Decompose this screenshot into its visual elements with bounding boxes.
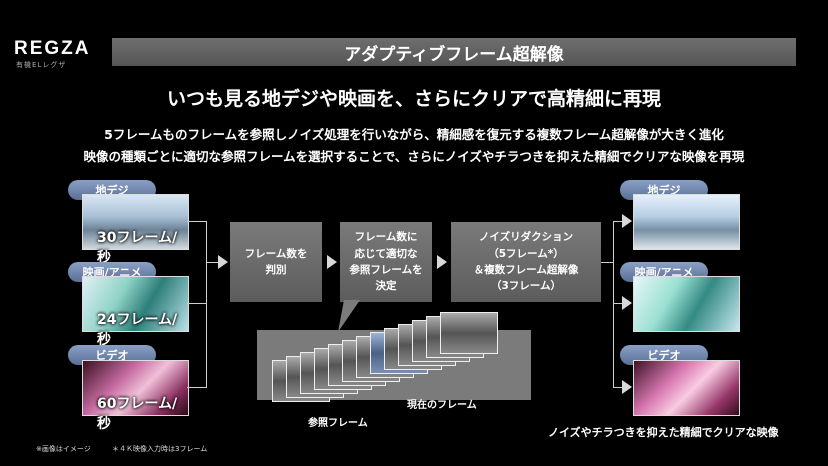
current-frame-caption: 現在のフレーム [407, 400, 477, 411]
output-label-text: 映画/アニメ [634, 266, 694, 279]
input-image-video: 60フレーム/秒 [82, 360, 189, 432]
connector-line [206, 221, 207, 388]
output-label-text: ビデオ [647, 349, 681, 362]
frame-rate-label: 60フレーム/秒 [97, 396, 178, 432]
input-label-text: 地デジ [95, 184, 129, 197]
arrow-right-icon [327, 255, 337, 269]
output-label-text: 地デジ [647, 184, 681, 197]
connector-line [187, 221, 206, 222]
arrow-right-icon [218, 255, 228, 269]
arrow-right-icon [437, 255, 447, 269]
output-image-terrestrial [633, 194, 740, 250]
frame-stack [262, 312, 502, 408]
connector-line [601, 262, 613, 263]
connector-line [187, 387, 206, 388]
footnote-image: ※画像はイメージ [36, 445, 91, 453]
page-title: アダプティブフレーム超解像 [344, 44, 564, 65]
connector-line [613, 221, 624, 222]
input-label-text: ビデオ [95, 349, 129, 362]
input-label-text: 映画/アニメ [82, 266, 142, 279]
output-caption: ノイズやチラつきを抑えた精細でクリアな映像 [548, 426, 779, 439]
step-select-reference: フレーム数に 応じて適切な 参照フレームを 決定 [340, 222, 432, 302]
reference-frame [440, 312, 498, 354]
regza-logo: REGZA [14, 38, 91, 59]
connector-line [613, 387, 624, 388]
connector-line [613, 221, 614, 388]
connector-line [206, 262, 218, 263]
arrow-right-icon [622, 380, 632, 394]
logo-subtitle: 有機ELレグザ [16, 61, 67, 69]
arrow-right-icon [622, 296, 632, 310]
reference-frame-caption: 参照フレーム [308, 418, 368, 429]
callout-pointer [338, 300, 360, 332]
connector-line [187, 303, 206, 304]
output-image-movie [633, 276, 740, 332]
footnote-4k: ＊４Ｋ映像入力時は3フレーム [112, 445, 208, 453]
arrow-right-icon [622, 214, 632, 228]
headline: いつも見る地デジや映画を、さらにクリアで高精細に再現 [166, 88, 661, 110]
connector-line [613, 303, 624, 304]
frame-rate-label: 30フレーム/秒 [97, 230, 178, 266]
input-image-terrestrial: 30フレーム/秒 [82, 194, 189, 266]
step-detect-frame-count: フレーム数を 判別 [230, 222, 322, 302]
input-image-movie: 24フレーム/秒 [82, 276, 189, 348]
description-line-1: 5フレームものフレームを参照しノイズ処理を行いながら、精細感を復元する複数フレー… [104, 127, 724, 142]
title-bar: アダプティブフレーム超解像 [112, 38, 796, 66]
output-image-video [633, 360, 740, 416]
description-line-2: 映像の種類ごとに適切な参照フレームを選択することで、さらにノイズやチラつきを抑え… [83, 149, 745, 164]
frame-rate-label: 24フレーム/秒 [97, 312, 178, 348]
step-noise-reduction: ノイズリダクション （5フレーム*） ＆複数フレーム超解像 （3フレーム） [451, 222, 601, 302]
